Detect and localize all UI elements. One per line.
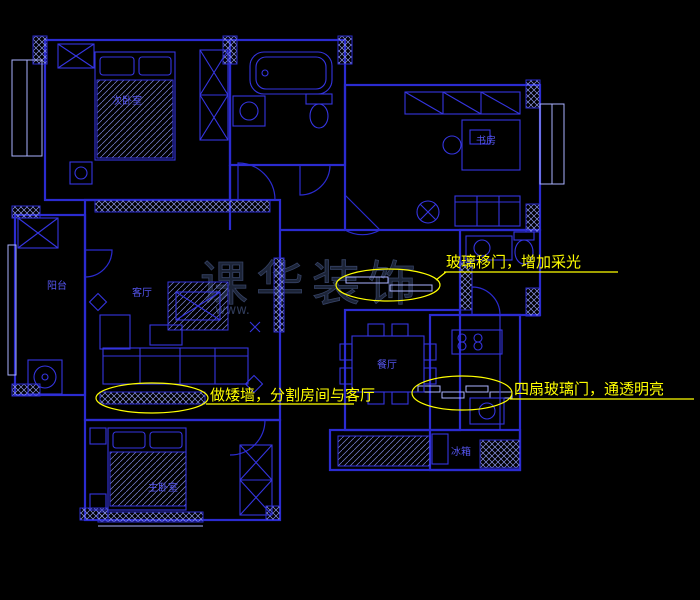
sofa bbox=[102, 347, 249, 385]
door-swings bbox=[84, 162, 501, 456]
annotation-glass-sliding-door: 玻璃移门，增加采光 bbox=[335, 253, 618, 302]
chair bbox=[442, 135, 462, 155]
annotation-text-low-wall: 做矮墙，分割房间与客厅 bbox=[210, 386, 375, 404]
annotation-low-wall: 做矮墙，分割房间与客厅 bbox=[95, 382, 375, 414]
glass-sliding-door bbox=[345, 276, 433, 292]
study-furniture bbox=[404, 91, 521, 227]
coffee-table bbox=[149, 324, 183, 346]
annotation-text-four-glass-doors: 四扇玻璃门，通透明亮 bbox=[514, 380, 664, 398]
room-label-balcony: 阳台 bbox=[47, 279, 67, 292]
desk bbox=[461, 119, 521, 171]
toilet bbox=[309, 103, 329, 129]
bed bbox=[94, 51, 176, 161]
tv-cabinet bbox=[175, 291, 221, 321]
balcony-rail-hatch bbox=[94, 199, 271, 213]
annotation-text-glass-sliding-door: 玻璃移门，增加采光 bbox=[446, 253, 581, 271]
watermark: 课华装饰 www. bbox=[200, 256, 424, 318]
dining-table bbox=[351, 335, 425, 393]
sink bbox=[239, 101, 259, 121]
kitchen-sink bbox=[478, 402, 496, 420]
annotation-four-glass-doors: 四扇玻璃门，通透明亮 bbox=[411, 375, 694, 411]
bathroom-fixtures bbox=[232, 51, 333, 129]
wall-hatch-bands bbox=[11, 35, 541, 523]
kitchen-fixtures bbox=[337, 315, 505, 467]
fridge-box bbox=[431, 433, 449, 465]
living-room-furniture bbox=[88, 281, 264, 394]
master-bedroom-furniture bbox=[89, 427, 273, 516]
room-labels: 次卧室 书房 阳台 客厅 餐厅 主卧室 冰箱 bbox=[47, 94, 496, 494]
stove bbox=[451, 329, 503, 355]
label-fridge: 冰箱 bbox=[451, 445, 471, 458]
room-label-study: 书房 bbox=[476, 134, 496, 147]
watermark-text: 课华装饰 bbox=[200, 256, 424, 312]
study-sofa bbox=[454, 195, 521, 227]
bathroom2-fixtures bbox=[465, 231, 535, 265]
balcony-items bbox=[17, 217, 63, 395]
corner-column bbox=[479, 439, 521, 469]
plant bbox=[416, 200, 440, 224]
counter bbox=[337, 435, 431, 467]
room-label-dining-room: 餐厅 bbox=[377, 358, 397, 371]
room-label-master-bedroom: 主卧室 bbox=[148, 481, 178, 494]
washing-machine bbox=[27, 359, 63, 395]
low-wall-hatch bbox=[99, 391, 206, 405]
room-label-living-room: 客厅 bbox=[132, 286, 152, 299]
room-label-secondary-bedroom: 次卧室 bbox=[112, 94, 142, 107]
four-glass-doors bbox=[417, 385, 513, 399]
secondary-bedroom-furniture bbox=[57, 43, 229, 185]
dining-furniture bbox=[339, 323, 437, 405]
windows bbox=[7, 59, 565, 527]
bathtub bbox=[249, 51, 333, 95]
